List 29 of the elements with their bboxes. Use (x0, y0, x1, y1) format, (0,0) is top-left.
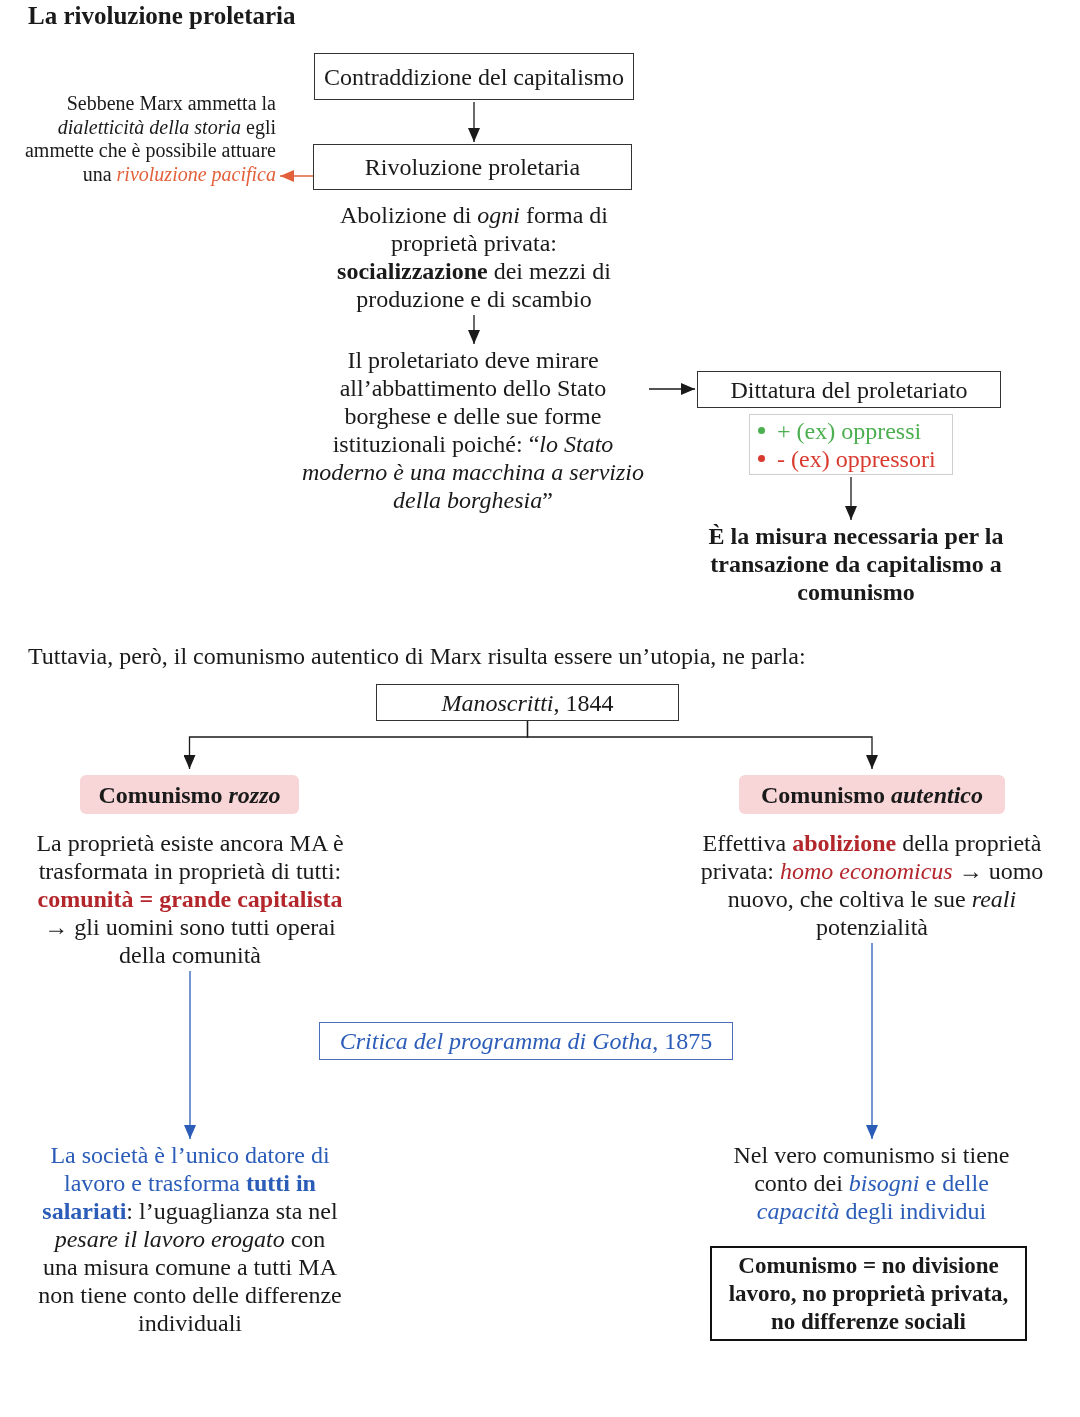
intro-text: Tuttavia, però, il comunismo autentico di Marx risulta essere un’utopia, ne parla: (28, 642, 806, 670)
list-item-text: - (ex) oppressori (777, 444, 936, 473)
arrow (468, 101, 480, 143)
concept-box: Dittatura del proletariato (697, 371, 1001, 408)
arrow (279, 170, 314, 182)
concept-box: Contraddizione del capitalismo (314, 53, 634, 100)
summary-box: Comunismo = no divisione lavoro, no proprietà privata, no differenze sociali (710, 1246, 1027, 1341)
source-box: Critica del programma di Gotha, 1875 (319, 1022, 733, 1060)
bullet-list-box (749, 414, 953, 475)
note-text: Sebbene Marx ammetta la dialetticità della storia egli ammette che è possibile attuare una rivoluzione pacifica (8, 92, 276, 186)
arrow (526, 720, 878, 770)
heading-tag: Comunismo rozzo (80, 775, 299, 814)
heading-tag: Comunismo autentico (739, 775, 1005, 814)
body-text: Effettiva abolizione della proprietà privata: homo economicus → uomo nuovo, che coltiva le sue reali potenzialità (697, 829, 1047, 941)
body-text: Nel vero comunismo si tiene conto dei bisogni e delle capacità degli individui (724, 1141, 1019, 1225)
arrow (468, 314, 480, 345)
arrow (648, 383, 696, 395)
body-text: Abolizione di ogni forma di proprietà privata: socializzazione dei mezzi di produzione e di scambio (324, 201, 624, 313)
arrow (184, 970, 196, 1140)
concept-box: Rivoluzione proletaria (313, 144, 632, 190)
body-text: La società è l’unico datore di lavoro e trasforma tutti in salariati: l’uguaglianza sta nel pesare il lavoro erogato con una misura comune a tutti MA non tiene conto delle differenze individuali (38, 1141, 342, 1337)
arrow (866, 942, 878, 1140)
title: La rivoluzione proletaria (28, 1, 296, 31)
arrow (845, 476, 857, 521)
body-text: Il proletariato deve mirare all’abbattimento dello Stato borghese e delle sue forme istituzionali poiché: “lo Stato moderno è una macchina a servizio della borghesia” (297, 346, 649, 514)
concept-box: Manoscritti, 1844 (376, 684, 679, 721)
list-item-text: + (ex) oppressi (777, 416, 922, 445)
body-text: La proprietà esiste ancora MA è trasformata in proprietà di tutti: comunità = grande capitalista → gli uomini sono tutti operai della comunità (33, 829, 347, 969)
conclusion-text: È la misura necessaria per la transazione da capitalismo a comunismo (708, 522, 1004, 606)
